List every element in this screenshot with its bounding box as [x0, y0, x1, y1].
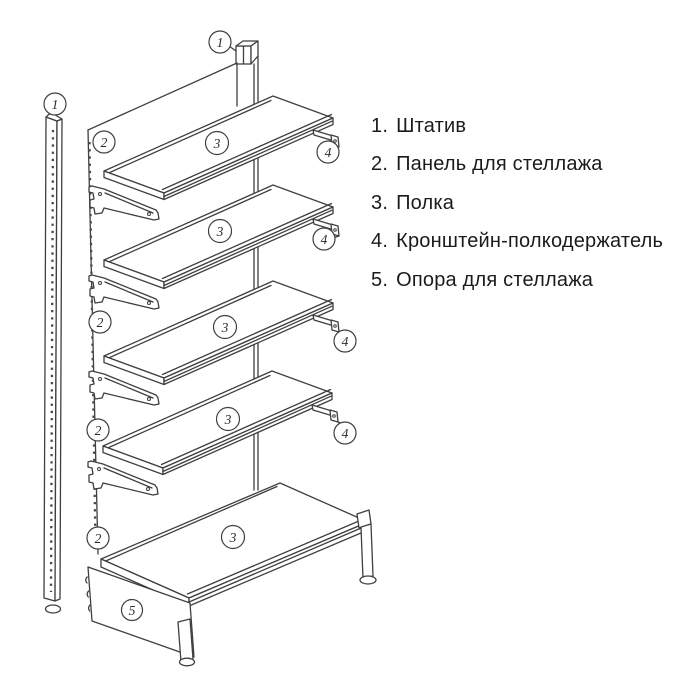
back-panel-top-edge	[87, 62, 238, 131]
legend-item-4: 4. Кронштейн-полкодержатель	[371, 222, 663, 260]
callout-circle	[212, 314, 238, 340]
callout-circle	[43, 92, 67, 116]
legend-item-number: 5.	[371, 268, 389, 291]
callout-number: 3	[216, 224, 224, 239]
callout-number: 3	[213, 136, 221, 151]
callout-4-bracket-2: 4	[312, 227, 336, 251]
callout-number: 2	[97, 315, 104, 330]
callout-4-bracket-1: 4	[316, 140, 340, 164]
callout-number: 1	[52, 97, 59, 112]
base-back-rail-line	[103, 485, 278, 563]
callout-4-bracket-3: 4	[333, 329, 357, 353]
callout-3-shelf-3: 3	[212, 314, 238, 340]
right-bracket-4	[311, 404, 339, 423]
callout-3-shelf-4: 3	[215, 406, 241, 432]
callout-3-base-shelf: 3	[220, 524, 246, 550]
legend-item-label: Опора для стеллажа	[396, 268, 594, 291]
base-right-leg	[356, 509, 377, 585]
callout-circle	[316, 140, 340, 164]
base-front-inner-line	[186, 517, 367, 595]
legend: 1. Штатив 2. Панель для стеллажа 3. Полк…	[371, 107, 663, 299]
front-leg-foot-pad	[178, 657, 196, 667]
legend-item-label: Панель для стеллажа	[396, 153, 603, 176]
callout-number: 5	[129, 603, 136, 618]
legend-item-number: 1.	[371, 115, 389, 137]
callout-number: 4	[325, 145, 332, 160]
cap-side-face	[250, 40, 259, 65]
callout-4-bracket-4: 4	[333, 421, 357, 445]
callout-circle	[220, 524, 246, 550]
rear-post-top-cap	[235, 40, 259, 65]
callout-circle	[312, 227, 336, 251]
callout-number: 2	[95, 531, 102, 546]
callout-circle	[92, 130, 116, 154]
callout-number: 3	[229, 530, 237, 545]
callout-2-panel-c: 2	[86, 418, 110, 442]
legend-item-number: 4.	[371, 230, 389, 253]
callout-2-panel-a: 2	[92, 130, 116, 154]
post-perforations	[49, 129, 55, 593]
callout-circle	[204, 130, 230, 156]
callout-1-post-top: 1	[208, 30, 232, 54]
callout-number: 2	[95, 423, 102, 438]
upright-post	[43, 111, 63, 614]
post-foot-pad	[44, 604, 62, 614]
legend-item-label: Полка	[396, 191, 455, 214]
callout-circle	[88, 310, 112, 334]
callout-number: 2	[101, 135, 108, 150]
callout-5-support: 5	[120, 598, 144, 622]
right-bracket-3	[312, 314, 340, 333]
back-panel-perforations	[88, 141, 97, 549]
callout-number: 4	[342, 426, 349, 441]
callout-circle	[207, 218, 233, 244]
legend-item-label: Кронштейн-полкодержатель	[396, 230, 664, 253]
leg-body	[360, 523, 374, 580]
callout-circle	[333, 421, 357, 445]
legend-item-number: 2.	[371, 153, 389, 176]
callout-circle	[86, 526, 110, 550]
leg-foot-pad	[359, 575, 377, 585]
legend-item-number: 3.	[371, 191, 389, 214]
legend-item-3: 3. Полка	[371, 184, 663, 222]
callout-2-panel-d: 2	[86, 526, 110, 550]
legend-item-2: 2. Панель для стеллажа	[371, 145, 663, 183]
legend-item-1: 1. Штатив	[371, 107, 663, 145]
callout-circle	[333, 329, 357, 353]
base-front-leg	[177, 618, 194, 663]
callout-number: 3	[221, 320, 229, 335]
base-front-fold-line	[188, 524, 368, 603]
callout-number: 4	[321, 232, 328, 247]
callout-circle	[86, 418, 110, 442]
callout-circle	[215, 406, 241, 432]
legend-item-label: Штатив	[396, 115, 467, 137]
callout-3-shelf-1: 3	[204, 130, 230, 156]
callout-1-post: 1	[43, 92, 67, 116]
callout-3-shelf-2: 3	[207, 218, 233, 244]
callout-2-panel-b: 2	[88, 310, 112, 334]
callout-number: 4	[342, 334, 349, 349]
callout-number: 3	[224, 412, 232, 427]
support-panel-notches	[85, 576, 91, 612]
callout-circle	[208, 30, 232, 54]
legend-item-5: 5. Опора для стеллажа	[371, 261, 663, 299]
callout-number: 1	[217, 35, 224, 50]
callout-circle	[120, 598, 144, 622]
